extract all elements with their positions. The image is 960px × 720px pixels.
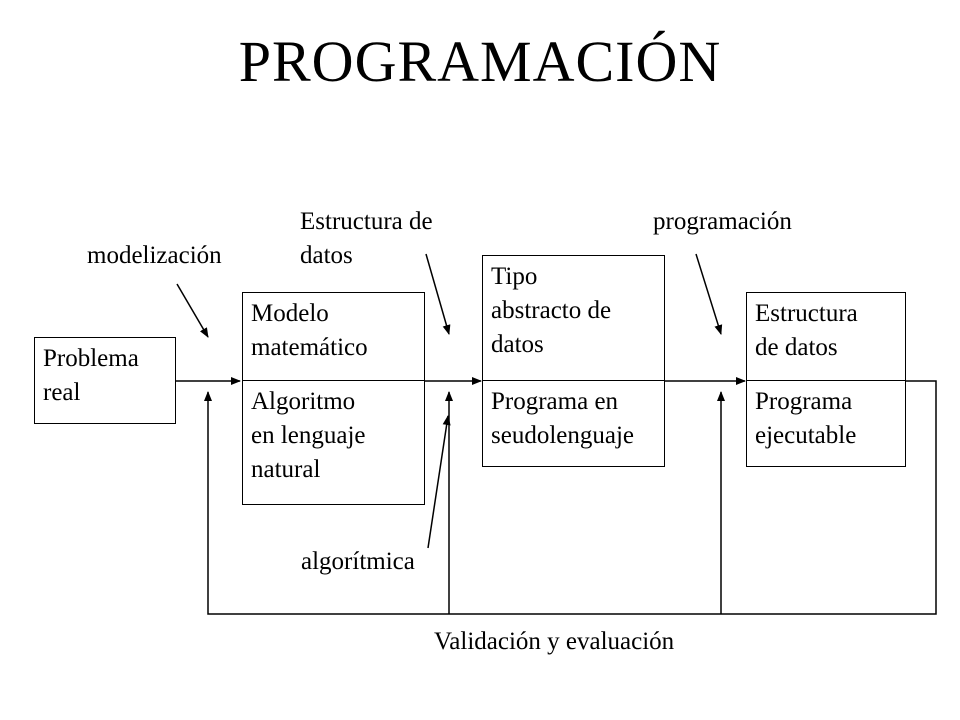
box-algoritmo-lenguaje-natural: Algoritmo en lenguaje natural [242,380,425,505]
box-problema-real: Problema real [34,337,176,424]
pointer-arrow-estructura-de-datos [425,253,451,335]
box-programa-seudolenguaje: Programa en seudolenguaje [482,380,665,467]
label-modelizacion: modelización [87,242,222,269]
pointer-arrow-programacion [695,253,723,335]
label-estructura-de-datos: Estructura de datos [300,208,433,269]
box-tipo-abstracto-datos: Tipo abstracto de datos [482,255,665,382]
pointer-arrow-modelizacion [176,283,209,338]
box-estructura-de-datos: Estructura de datos [746,292,906,382]
page-title: PROGRAMACIÓN [238,29,722,94]
box-programa-ejecutable: Programa ejecutable [746,380,906,467]
pointer-arrow-algoritmica [427,415,451,549]
box-modelo-matematico: Modelo matemático [242,292,425,382]
label-programacion: programación [653,208,792,235]
label-validacion-evaluacion: Validación y evaluación [434,628,675,655]
label-algoritmica: algorítmica [301,548,415,575]
feedback-loop-line [204,380,937,615]
